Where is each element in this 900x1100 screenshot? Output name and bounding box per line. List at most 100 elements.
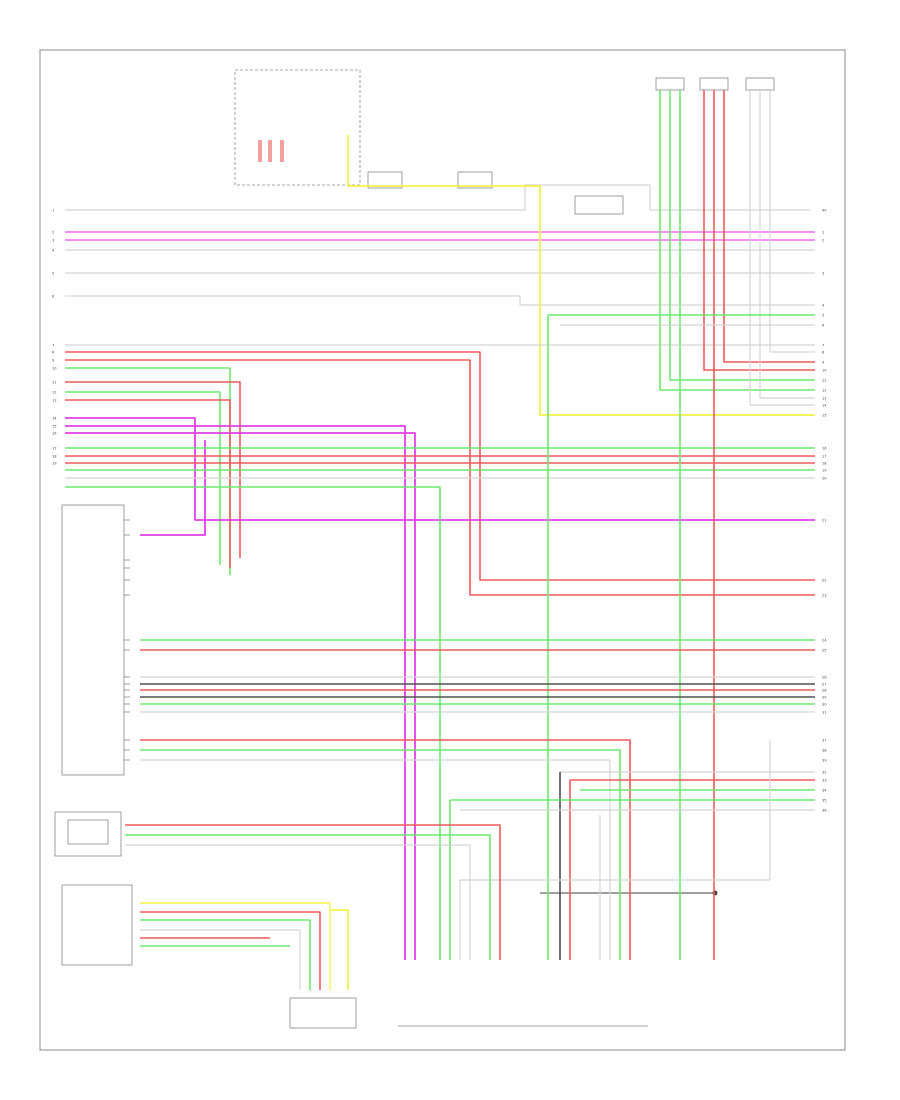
left-pin-number: 2 bbox=[52, 231, 54, 235]
wire-green-750 bbox=[140, 749, 621, 960]
wire-yellow-bottom bbox=[330, 909, 349, 990]
right-pin-number: 17 bbox=[822, 455, 827, 459]
wire-gray-930 bbox=[140, 929, 301, 990]
wire-magenta-b bbox=[65, 425, 406, 960]
right-pin-number: 36 bbox=[822, 809, 827, 813]
right-pin-numbers: 1234567891011121314151617181920212223242… bbox=[822, 209, 827, 813]
top-right-connectors bbox=[655, 77, 775, 91]
right-pin-number: 20 bbox=[822, 477, 827, 481]
right-pin-number: 10 bbox=[822, 369, 827, 373]
left-pin-number: 12 bbox=[52, 391, 57, 395]
left-pin-number: 6 bbox=[52, 295, 55, 299]
right-pin-number: 37 bbox=[822, 739, 827, 743]
right-pin-number: 38 bbox=[822, 749, 827, 753]
wire-label-ticks bbox=[124, 519, 130, 761]
connector-left-inner bbox=[67, 819, 109, 845]
right-pin-number: 26 bbox=[822, 676, 827, 680]
module-left-main bbox=[61, 504, 125, 776]
right-pin-number: 11 bbox=[822, 379, 827, 383]
left-pin-number: 11 bbox=[52, 381, 57, 385]
wire-gray-loop bbox=[459, 740, 771, 960]
right-pin-number: 25 bbox=[822, 649, 827, 653]
connector-left bbox=[54, 811, 122, 857]
right-pin-number: 27 bbox=[822, 683, 827, 687]
left-pin-number: 14 bbox=[52, 417, 57, 421]
wire-red-740 bbox=[140, 739, 631, 960]
diagram-frame bbox=[39, 49, 846, 1051]
wire-red-912 bbox=[140, 911, 321, 990]
wire-gray-v2 bbox=[759, 90, 815, 399]
wire-top-bus bbox=[65, 184, 810, 211]
right-pin-number: 31 bbox=[822, 711, 827, 715]
right-pin-number: 4 bbox=[822, 304, 825, 308]
inline-connectors-top bbox=[367, 171, 624, 215]
right-pin-number: 14 bbox=[822, 404, 827, 408]
wire-green-v2 bbox=[669, 90, 815, 381]
wire-gray-3 bbox=[65, 295, 815, 306]
right-pin-number: 6 bbox=[822, 324, 825, 328]
right-pin-number: 35 bbox=[822, 799, 827, 803]
wire-red-v3 bbox=[723, 90, 815, 363]
wire-yellow-left bbox=[140, 902, 331, 990]
left-pin-number: 5 bbox=[52, 272, 54, 276]
right-pin-number: 28 bbox=[822, 689, 827, 693]
wire-red-v1 bbox=[703, 90, 815, 371]
module-bottom-small bbox=[289, 997, 357, 1029]
left-pin-number: 10 bbox=[52, 367, 57, 371]
right-pin-number: 16 bbox=[822, 447, 827, 451]
left-pin-number: 17 bbox=[52, 447, 57, 451]
wire-red-a bbox=[65, 351, 815, 581]
right-pin-number: 12 bbox=[822, 389, 827, 393]
left-pin-number: 3 bbox=[52, 239, 54, 243]
wire-green-v1 bbox=[659, 90, 815, 391]
wire-red-d bbox=[65, 399, 231, 568]
left-pin-number: 18 bbox=[52, 455, 57, 459]
junction-box-top bbox=[234, 69, 361, 186]
right-pin-number: 15 bbox=[822, 414, 827, 418]
right-pin-number: 1 bbox=[822, 231, 824, 235]
right-pin-number: 40 bbox=[822, 209, 827, 213]
wire-group bbox=[65, 90, 815, 990]
wire-gray-v1 bbox=[749, 90, 815, 406]
wire-red-c bbox=[65, 381, 241, 558]
left-pin-number: 19 bbox=[52, 462, 57, 466]
right-pin-number: 33 bbox=[822, 779, 827, 783]
left-pin-number: 16 bbox=[52, 432, 57, 436]
left-pin-number: 13 bbox=[52, 399, 57, 403]
wire-green-b bbox=[65, 391, 221, 565]
left-pin-number: 15 bbox=[52, 425, 57, 429]
right-pin-number: 24 bbox=[822, 639, 827, 643]
wire-gray-760 bbox=[140, 759, 611, 960]
left-pin-number: 4 bbox=[52, 249, 55, 253]
right-pin-number: 9 bbox=[822, 361, 825, 365]
right-pin-number: 5 bbox=[822, 314, 824, 318]
right-pin-number: 21 bbox=[822, 519, 827, 523]
module-left-bottom bbox=[61, 884, 133, 966]
wire-magenta-d bbox=[140, 440, 206, 536]
wire-magenta-a bbox=[65, 417, 815, 521]
right-pin-number: 2 bbox=[822, 239, 824, 243]
wire-green-835 bbox=[125, 834, 491, 960]
right-pin-number: 19 bbox=[822, 469, 827, 473]
wire-green-487 bbox=[65, 486, 441, 960]
right-pin-number: 18 bbox=[822, 462, 827, 466]
right-pin-number: 34 bbox=[822, 789, 827, 793]
wire-green-920 bbox=[140, 919, 311, 990]
wire-red-825 bbox=[125, 824, 501, 960]
wire-gray-845 bbox=[125, 844, 471, 960]
wire-yellow-main bbox=[347, 135, 815, 416]
right-pin-number: 32 bbox=[822, 771, 827, 775]
wire-magenta-c bbox=[65, 432, 416, 960]
left-pin-number: 7 bbox=[52, 344, 54, 348]
left-pin-number: 1 bbox=[52, 209, 54, 213]
right-pin-number: 8 bbox=[822, 351, 825, 355]
left-pin-number: 9 bbox=[52, 359, 55, 363]
right-pin-number: 30 bbox=[822, 703, 827, 707]
right-pin-number: 13 bbox=[822, 397, 827, 401]
junction-box-pins bbox=[258, 140, 284, 162]
right-pin-number: 29 bbox=[822, 696, 827, 700]
wire-gray-v3 bbox=[769, 90, 815, 353]
left-pin-number: 8 bbox=[52, 351, 55, 355]
